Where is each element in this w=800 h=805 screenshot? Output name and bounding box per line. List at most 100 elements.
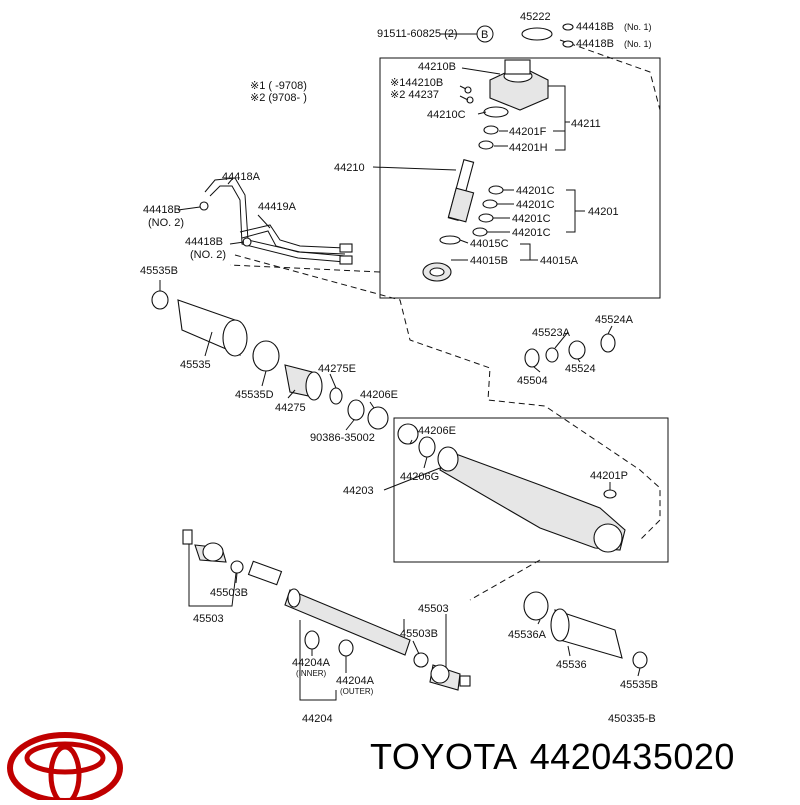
label-90386: 90386-35002	[310, 432, 375, 444]
label-45222: 45222	[520, 11, 551, 23]
nut-45524a	[600, 333, 616, 353]
label-44419a: 44419A	[258, 201, 297, 213]
pipe-fitting-2	[339, 255, 353, 265]
label-no2b: (NO. 2)	[190, 249, 226, 261]
brand-caption: TOYOTA 4420435020	[370, 736, 747, 778]
toyota-logo	[7, 732, 123, 805]
seal-44204a-inner	[304, 630, 320, 650]
label-45523a: 45523A	[532, 327, 571, 339]
seal-44275	[284, 364, 323, 401]
label-45536a: 45536A	[508, 629, 547, 641]
label-45503b-left: 45503B	[210, 587, 248, 599]
box-control-valve	[379, 57, 661, 299]
label-44418b-no1b: 44418B	[576, 38, 614, 50]
seal-44206e-top	[367, 406, 389, 430]
label-44201c-4: 44201C	[512, 227, 551, 239]
leader-lines	[159, 33, 641, 701]
oring-44275e	[329, 387, 343, 405]
label-outer: (OUTER)	[340, 687, 374, 696]
label-44210b: 44210B	[418, 61, 456, 73]
seal-44206e-box	[397, 423, 419, 445]
oring-45222	[521, 27, 553, 41]
label-44237: ※2 44237	[390, 89, 439, 101]
brand-name: TOYOTA	[370, 736, 518, 777]
rack-cover	[247, 560, 283, 586]
nut-45503b-right	[413, 652, 429, 668]
seal-44204a-outer	[338, 639, 354, 657]
label-note1: ※1 ( -9708)	[250, 80, 307, 92]
ring-44201p	[603, 489, 617, 499]
tie-rod-end-45503-left	[182, 529, 227, 563]
label-45535: 45535	[180, 359, 211, 371]
clamp-45535b-bottom	[632, 651, 648, 669]
label-44015c: 44015C	[470, 238, 509, 250]
dash-line-top	[559, 39, 661, 111]
washer-44418b-no2b	[242, 237, 252, 247]
label-45504: 45504	[517, 375, 548, 387]
pipe-44419a	[239, 224, 346, 255]
label-44204: 44204	[302, 713, 333, 725]
ring-44015c	[439, 235, 461, 245]
boot-45535	[177, 299, 248, 357]
callout-b-letter: B	[481, 29, 488, 41]
label-44204a-outer: 44204A	[336, 675, 375, 687]
pinion-shaft-44210	[447, 159, 475, 223]
sleeve-45504	[524, 348, 540, 368]
label-44203: 44203	[343, 485, 374, 497]
label-45503-left: 45503	[193, 613, 224, 625]
label-44015b: 44015B	[470, 255, 508, 267]
label-44275: 44275	[275, 402, 306, 414]
boot-45536	[550, 608, 623, 659]
label-45503-right: 45503	[418, 603, 449, 615]
dash-line-rack	[469, 559, 541, 601]
washer-44418b-no2a	[199, 201, 209, 211]
seal-44201f	[483, 125, 499, 135]
clamp-45536a	[523, 591, 549, 621]
label-44206g: 44206G	[400, 471, 439, 483]
label-44201c-2: 44201C	[516, 199, 555, 211]
label-45503b-right: 45503B	[400, 628, 438, 640]
label-45524a: 45524A	[595, 314, 634, 326]
tie-rod-end-45503-right	[429, 664, 471, 691]
bearing-44015b-inner	[429, 267, 445, 277]
valve-housing-44211	[489, 59, 549, 111]
label-45536: 45536	[556, 659, 587, 671]
label-44418a: 44418A	[222, 171, 261, 183]
washer-44418b-1	[562, 23, 574, 31]
label-44204a-inner: 44204A	[292, 657, 331, 669]
dash-line-boot	[229, 264, 381, 273]
label-44210b-alt: ※144210B	[390, 77, 443, 89]
pipe-fitting-1	[339, 243, 353, 253]
seal-44201c-3	[478, 213, 494, 223]
part-number: 4420435020	[529, 736, 735, 777]
seal-44201c-1	[488, 185, 504, 195]
box-housing	[393, 417, 669, 563]
label-44418b-no1a: 44418B	[576, 21, 614, 33]
seal-44206g	[418, 436, 436, 458]
clamp-45535b-top	[151, 290, 169, 310]
label-45524: 45524	[565, 363, 596, 375]
label-44275e: 44275E	[318, 363, 356, 375]
label-note2: ※2 (9708- )	[250, 92, 307, 104]
label-44201f: 44201F	[509, 126, 547, 138]
label-45535b-bottom: 45535B	[620, 679, 658, 691]
ring-90386	[347, 399, 365, 421]
label-no1b: (No. 1)	[624, 39, 652, 49]
rack-44204	[284, 588, 411, 656]
label-44210c: 44210C	[427, 109, 466, 121]
seal-44201c-4	[472, 227, 488, 237]
nut-45503b-left	[230, 560, 244, 574]
label-44418b-no2b: 44418B	[185, 236, 223, 248]
dash-line-main	[234, 254, 661, 541]
seal-44201h	[478, 140, 494, 150]
label-91511: 91511-60825 (2)	[377, 28, 458, 40]
spring-45523a	[545, 347, 559, 363]
bolt-44210b	[464, 86, 472, 94]
label-45535d: 45535D	[235, 389, 274, 401]
part-labels: 91511-60825 (2) 45222 44418B (No. 1) 444…	[140, 11, 658, 725]
plug-45524	[568, 340, 586, 360]
ring-45535d	[252, 340, 280, 372]
label-44201p: 44201P	[590, 470, 628, 482]
